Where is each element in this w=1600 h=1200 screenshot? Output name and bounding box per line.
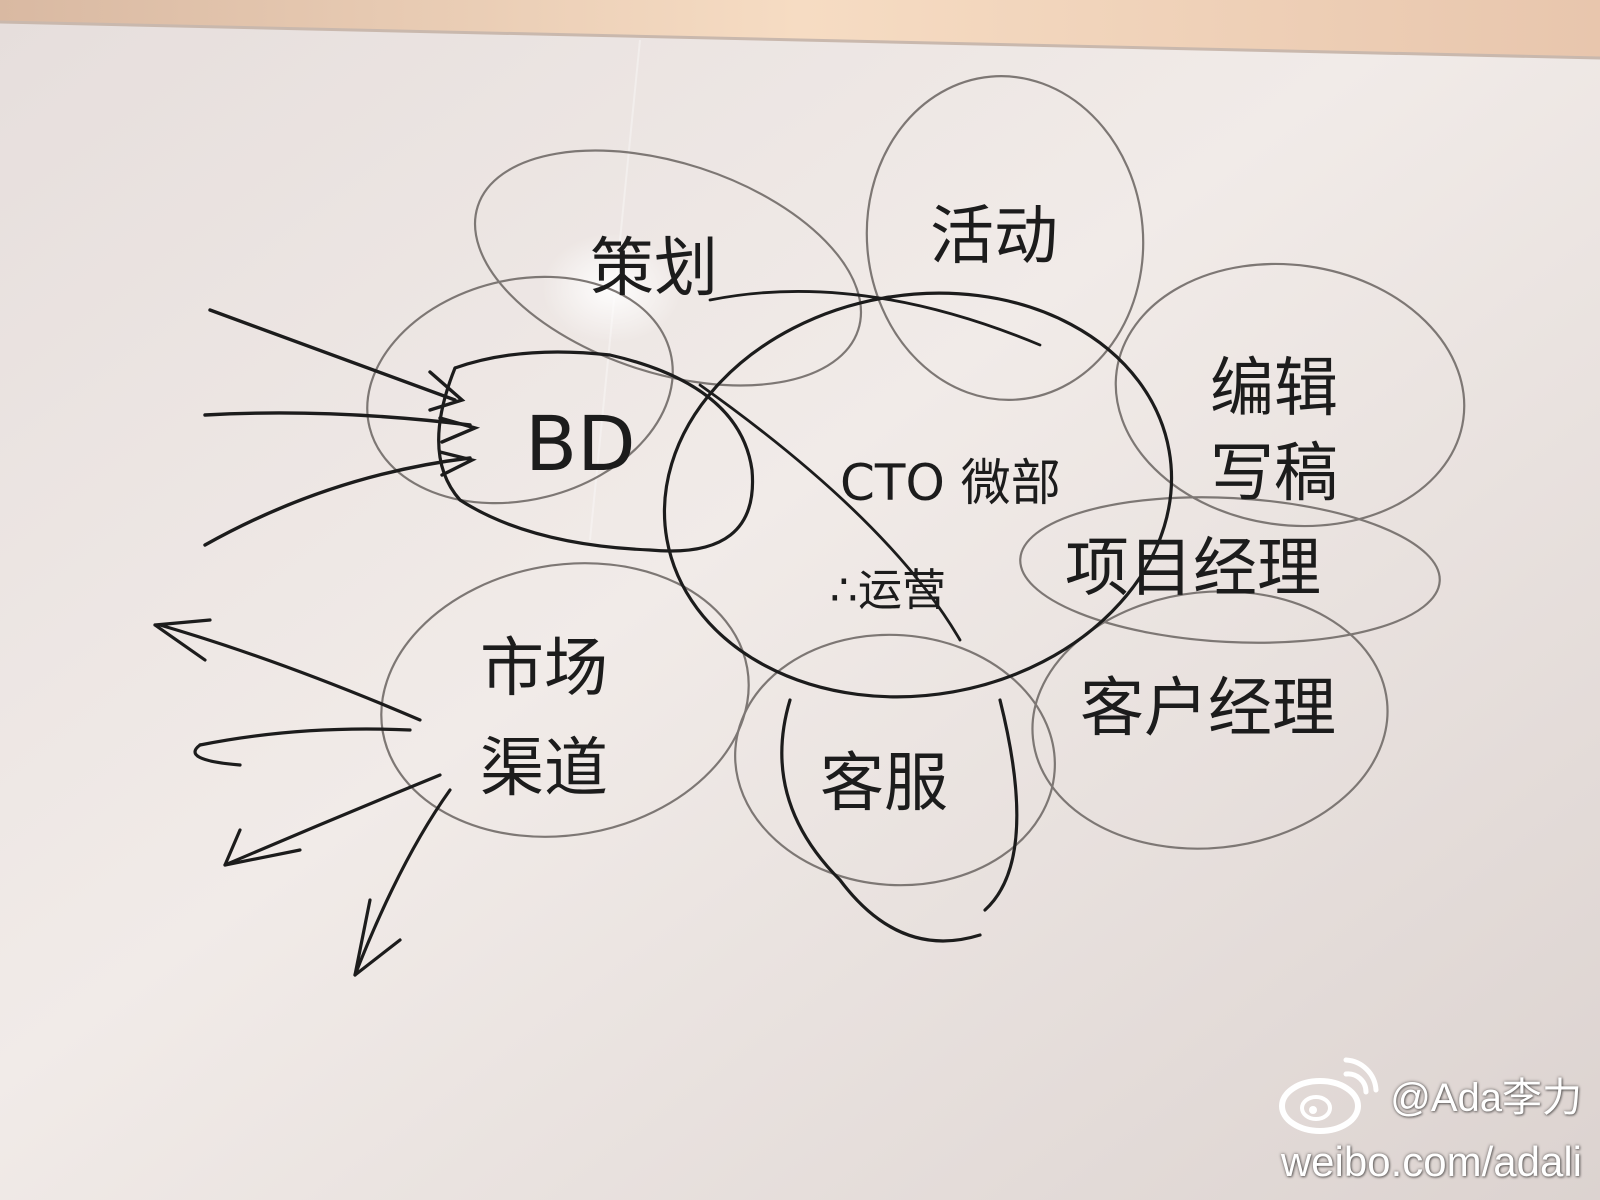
arrowhead-market-3: [223, 828, 302, 867]
arrowhead-bd-1: [428, 370, 466, 412]
label-cto: CTO 微部: [840, 454, 1061, 512]
label-planning: 策划: [590, 232, 718, 306]
arrowhead-market-2: [193, 743, 242, 767]
label-market-line1: 市场: [480, 632, 608, 706]
arrow-bd-1: [208, 308, 457, 402]
market-outbound-arrows: [153, 618, 452, 977]
label-customer-service: 客服: [820, 747, 948, 821]
bubbles-light: [366, 75, 1466, 887]
bubble-planning: [473, 149, 863, 387]
arrow-market-3: [223, 773, 442, 867]
misc-strokes: [698, 290, 1042, 642]
label-events: 活动: [930, 200, 1058, 274]
arrow-bd-3: [203, 456, 472, 547]
arrow-market-4: [353, 788, 452, 977]
arrow-bd-2: [203, 411, 472, 427]
label-project-manager: 项目经理: [1065, 532, 1321, 606]
label-account-manager: 客户经理: [1080, 672, 1336, 746]
center-top-arc: [708, 290, 1042, 347]
bubble-bd-outer: [366, 275, 674, 505]
service-stroke: [780, 698, 982, 943]
diagonal-stroke: [698, 383, 962, 642]
weibo-watermark: @Ada李力 weibo.com/adali: [1276, 1052, 1582, 1186]
weibo-url: weibo.com/adali: [1280, 1138, 1582, 1185]
weibo-handle: @Ada李力: [1390, 1076, 1582, 1120]
bubble-project-manager: [1019, 496, 1441, 644]
bubble-editor: [1114, 262, 1466, 528]
arrowhead-bd-3: [438, 450, 477, 477]
board-frame-edge: [0, 20, 1600, 60]
bubble-account-manager: [1031, 590, 1389, 850]
light-glare: [542, 233, 682, 343]
arrowhead-bd-2: [438, 416, 481, 444]
board-top-frame: [0, 0, 1600, 58]
label-editor-line2: 写稿: [1210, 437, 1338, 511]
arrowhead-market-4: [353, 898, 402, 977]
bubble-customer-service: [734, 633, 1056, 887]
service-stroke-right: [983, 698, 1019, 912]
weibo-icon: [1279, 1057, 1379, 1134]
label-bd: BD: [525, 399, 636, 488]
bd-oval: [437, 350, 755, 553]
label-market-line2: 渠道: [480, 732, 608, 806]
bubble-market: [380, 562, 750, 838]
arrow-market-2: [198, 727, 412, 747]
label-operations: ∴运营: [830, 565, 946, 616]
bd-inbound-arrows: [203, 308, 481, 547]
arrow-market-1: [158, 623, 422, 722]
bubble-events: [865, 75, 1145, 401]
arrowhead-market-1: [153, 618, 212, 662]
label-editor-line1: 编辑: [1210, 352, 1338, 426]
